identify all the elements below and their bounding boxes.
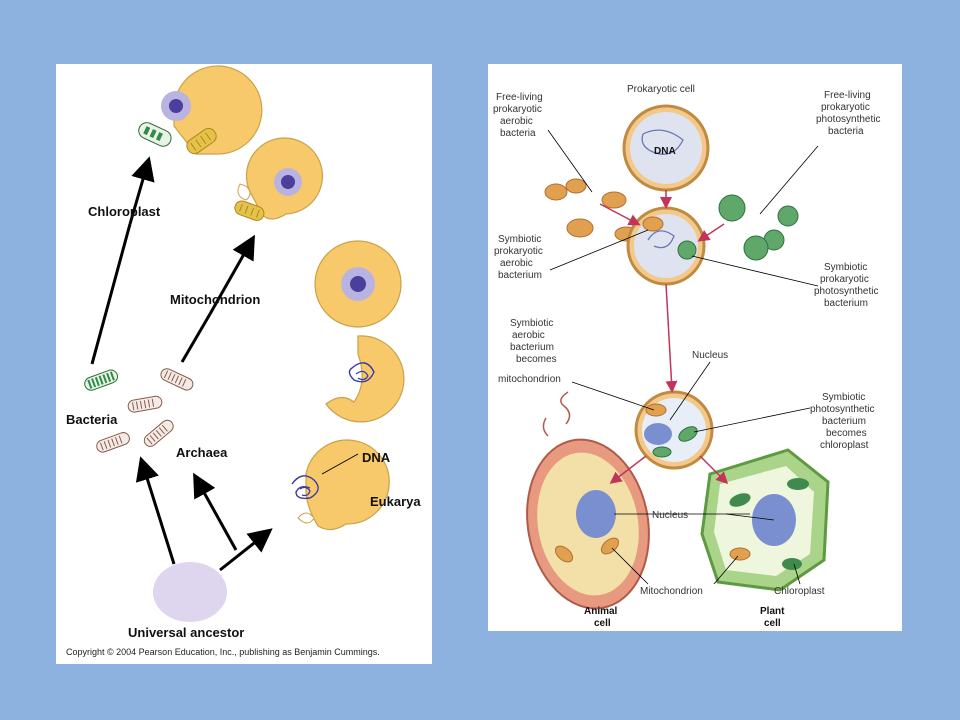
svg-text:becomes: becomes	[826, 428, 867, 439]
chloroplast-icon	[138, 122, 172, 147]
early-eukaryote-cell	[325, 335, 405, 423]
label-symbiotic-aerobic: Symbiotic prokaryotic aerobic bacterium	[494, 234, 543, 281]
free-living-aerobic-bacteria	[544, 178, 638, 242]
eukaryote-nucleus-cell	[314, 240, 402, 328]
svg-text:Free-living: Free-living	[824, 90, 871, 101]
svg-text:cell: cell	[594, 618, 611, 629]
label-nucleus-top: Nucleus	[692, 350, 728, 361]
label-nucleus-bottom: Nucleus	[652, 510, 688, 521]
tree-of-life-panel: Chloroplast Mitochondrion Bacteria Archa…	[56, 64, 432, 664]
svg-text:photosynthetic: photosynthetic	[816, 114, 881, 125]
svg-text:prokaryotic: prokaryotic	[493, 104, 542, 115]
svg-text:becomes: becomes	[516, 354, 557, 365]
copyright-text: Copyright © 2004 Pearson Education, Inc.…	[66, 647, 380, 657]
svg-text:prokaryotic: prokaryotic	[494, 246, 543, 257]
svg-text:Symbiotic: Symbiotic	[498, 234, 541, 245]
svg-text:bacteria: bacteria	[500, 128, 536, 139]
svg-text:prokaryotic: prokaryotic	[821, 102, 870, 113]
svg-text:bacteria: bacteria	[828, 126, 864, 137]
label-mitochondrion: Mitochondrion	[640, 586, 703, 597]
universal-ancestor-cell	[153, 562, 227, 622]
svg-text:bacterium: bacterium	[822, 416, 866, 427]
endosymbiosis-diagram: Prokaryotic cell DNA	[493, 84, 881, 629]
label-chloroplast: Chloroplast	[88, 204, 161, 219]
free-living-photosynthetic-bacteria	[718, 194, 799, 261]
label-dna: DNA	[362, 450, 391, 465]
label-plant-cell: Plant cell	[760, 606, 785, 629]
mitochondrion-icon	[234, 200, 265, 221]
label-becomes-mitochondrion: Symbiotic aerobic bacterium becomes mito…	[498, 318, 561, 385]
label-free-living-aerobic: Free-living prokaryotic aerobic bacteria	[493, 92, 543, 139]
bacterium-icon	[143, 419, 174, 447]
mitochondrion-icon	[186, 127, 217, 155]
eukaryote-with-mitochondrion-cell	[234, 137, 324, 221]
leader-lines	[547, 129, 819, 585]
svg-text:chloroplast: chloroplast	[820, 440, 869, 451]
photosynthetic-bacterium-icon	[84, 369, 118, 391]
svg-text:photosynthetic: photosynthetic	[814, 286, 879, 297]
svg-text:Plant: Plant	[760, 606, 785, 617]
svg-text:photosynthetic: photosynthetic	[810, 404, 875, 415]
svg-text:cell: cell	[764, 618, 781, 629]
label-prokaryotic-cell: Prokaryotic cell	[627, 84, 695, 95]
svg-text:aerobic: aerobic	[500, 116, 533, 127]
endosymbiosis-panel: Prokaryotic cell DNA	[488, 64, 902, 631]
svg-text:prokaryotic: prokaryotic	[820, 274, 869, 285]
label-archaea: Archaea	[176, 445, 228, 460]
animal-cell	[526, 391, 650, 610]
svg-text:Symbiotic: Symbiotic	[510, 318, 553, 329]
evolution-arrows	[90, 156, 273, 572]
plant-cell	[700, 448, 830, 592]
bacterium-icon	[96, 432, 130, 453]
label-chloroplast: Chloroplast	[774, 586, 825, 597]
process-arrows	[599, 190, 729, 485]
label-mitochondrion: Mitochondrion	[170, 292, 260, 307]
eukaryote-with-chloroplast-cell	[138, 65, 263, 155]
prokaryotic-cell	[622, 104, 710, 192]
eukaryote-ancestor-cell	[634, 390, 714, 470]
bacterium-icon	[127, 395, 163, 413]
dna-pointer-line	[321, 453, 359, 475]
svg-text:bacterium: bacterium	[498, 270, 542, 281]
svg-text:Free-living: Free-living	[496, 92, 543, 103]
svg-text:mitochondrion: mitochondrion	[498, 374, 561, 385]
aerobic-bacterium-icon	[160, 368, 194, 391]
label-bacteria: Bacteria	[66, 412, 118, 427]
svg-text:aerobic: aerobic	[500, 258, 533, 269]
eukarya-cell	[291, 439, 390, 531]
svg-text:aerobic: aerobic	[512, 330, 545, 341]
svg-text:bacterium: bacterium	[824, 298, 868, 309]
label-becomes-chloroplast: Symbiotic photosynthetic bacterium becom…	[810, 392, 875, 451]
label-symbiotic-photosynthetic: Symbiotic prokaryotic photosynthetic bac…	[814, 262, 879, 309]
bacteria-group	[84, 368, 194, 453]
svg-text:Symbiotic: Symbiotic	[824, 262, 867, 273]
label-animal-cell: Animal cell	[584, 606, 618, 629]
tree-of-life-diagram: Chloroplast Mitochondrion Bacteria Archa…	[66, 65, 421, 657]
svg-text:Animal: Animal	[584, 606, 618, 617]
prokaryote-with-symbionts-cell	[626, 206, 706, 286]
label-eukarya: Eukarya	[370, 494, 421, 509]
label-universal-ancestor: Universal ancestor	[128, 625, 244, 640]
svg-text:bacterium: bacterium	[510, 342, 554, 353]
svg-text:Symbiotic: Symbiotic	[822, 392, 865, 403]
label-dna: DNA	[654, 146, 676, 157]
label-free-living-photosynthetic: Free-living prokaryotic photosynthetic b…	[816, 90, 881, 137]
